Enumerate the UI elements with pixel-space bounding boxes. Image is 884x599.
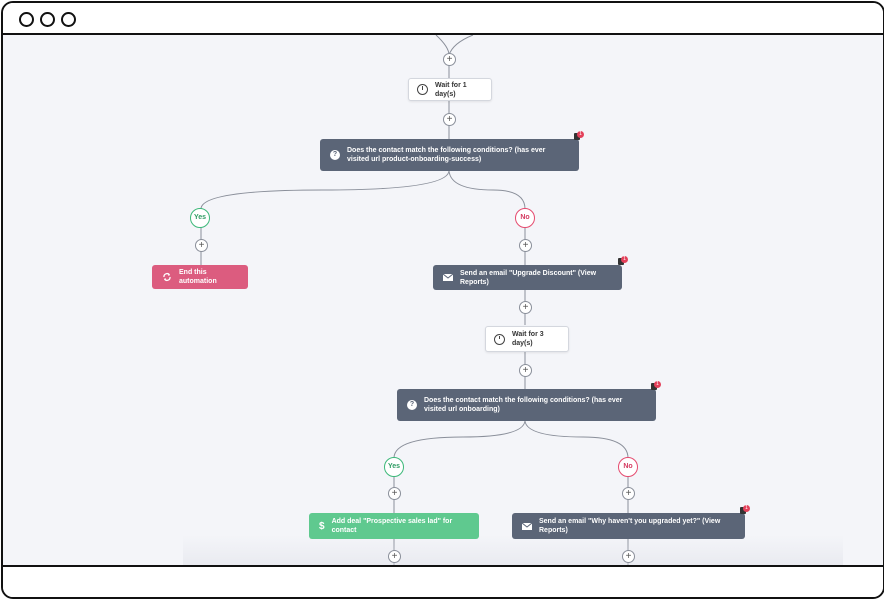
add-deal-label: Add deal "Prospective sales lad" for con…	[331, 518, 453, 534]
wait-step[interactable]: Wait for 3 day(s)	[485, 326, 569, 352]
wait-step[interactable]: Wait for 1 day(s)	[408, 78, 492, 101]
bottom-bar	[3, 565, 883, 597]
notification-badge-icon[interactable]: 1	[574, 131, 584, 141]
no-branch-label: No	[515, 208, 535, 228]
window-minimize-icon[interactable]	[40, 12, 55, 27]
envelope-icon	[443, 274, 453, 281]
automation-canvas: + + + + + + + + + + Wait for 1 day(s) ? …	[3, 35, 883, 565]
question-icon: ?	[407, 400, 417, 410]
window-close-icon[interactable]	[19, 12, 34, 27]
yes-branch-label: Yes	[190, 208, 210, 228]
condition-step[interactable]: ? Does the contact match the following c…	[397, 389, 656, 421]
wait-step-label: Wait for 3 day(s)	[512, 331, 544, 347]
send-email-label: Send an email "Upgrade Discount" (View R…	[460, 269, 597, 286]
add-step-button[interactable]: +	[622, 550, 635, 563]
condition-step-label: Does the contact match the following con…	[424, 397, 623, 413]
envelope-icon	[522, 522, 532, 530]
dollar-icon: $	[319, 520, 325, 532]
condition-step-label: Does the contact match the following con…	[347, 147, 546, 163]
condition-step[interactable]: ? Does the contact match the following c…	[320, 139, 579, 171]
wait-step-label: Wait for 1 day(s)	[435, 81, 467, 98]
canvas-fade	[183, 535, 843, 565]
clock-icon	[417, 84, 428, 95]
add-step-button[interactable]: +	[622, 487, 635, 500]
add-step-button[interactable]: +	[388, 487, 401, 500]
question-icon: ?	[330, 150, 340, 160]
clock-icon	[494, 333, 505, 345]
send-email-label: Send an email "Why haven't you upgraded …	[539, 518, 721, 534]
add-step-button[interactable]: +	[443, 113, 456, 126]
add-step-button[interactable]: +	[195, 239, 208, 252]
yes-branch-label: Yes	[384, 457, 404, 477]
notification-badge-icon[interactable]: 1	[740, 505, 750, 515]
add-step-button[interactable]: +	[388, 550, 401, 563]
refresh-icon	[162, 272, 172, 282]
add-step-button[interactable]: +	[443, 53, 456, 66]
add-step-button[interactable]: +	[519, 364, 532, 377]
add-step-button[interactable]: +	[519, 239, 532, 252]
connector-lines	[200, 35, 629, 565]
window-maximize-icon[interactable]	[61, 12, 76, 27]
notification-badge-icon[interactable]: 1	[618, 256, 628, 266]
send-email-step[interactable]: Send an email "Upgrade Discount" (View R…	[433, 265, 622, 290]
add-step-button[interactable]: +	[519, 301, 532, 314]
end-automation-step[interactable]: End this automation	[152, 265, 248, 289]
title-bar	[3, 3, 883, 35]
end-automation-label: End this automation	[179, 269, 217, 285]
no-branch-label: No	[618, 457, 638, 477]
send-email-step[interactable]: Send an email "Why haven't you upgraded …	[512, 513, 745, 539]
add-deal-step[interactable]: $ Add deal "Prospective sales lad" for c…	[309, 513, 479, 539]
notification-badge-icon[interactable]: 1	[651, 381, 661, 391]
